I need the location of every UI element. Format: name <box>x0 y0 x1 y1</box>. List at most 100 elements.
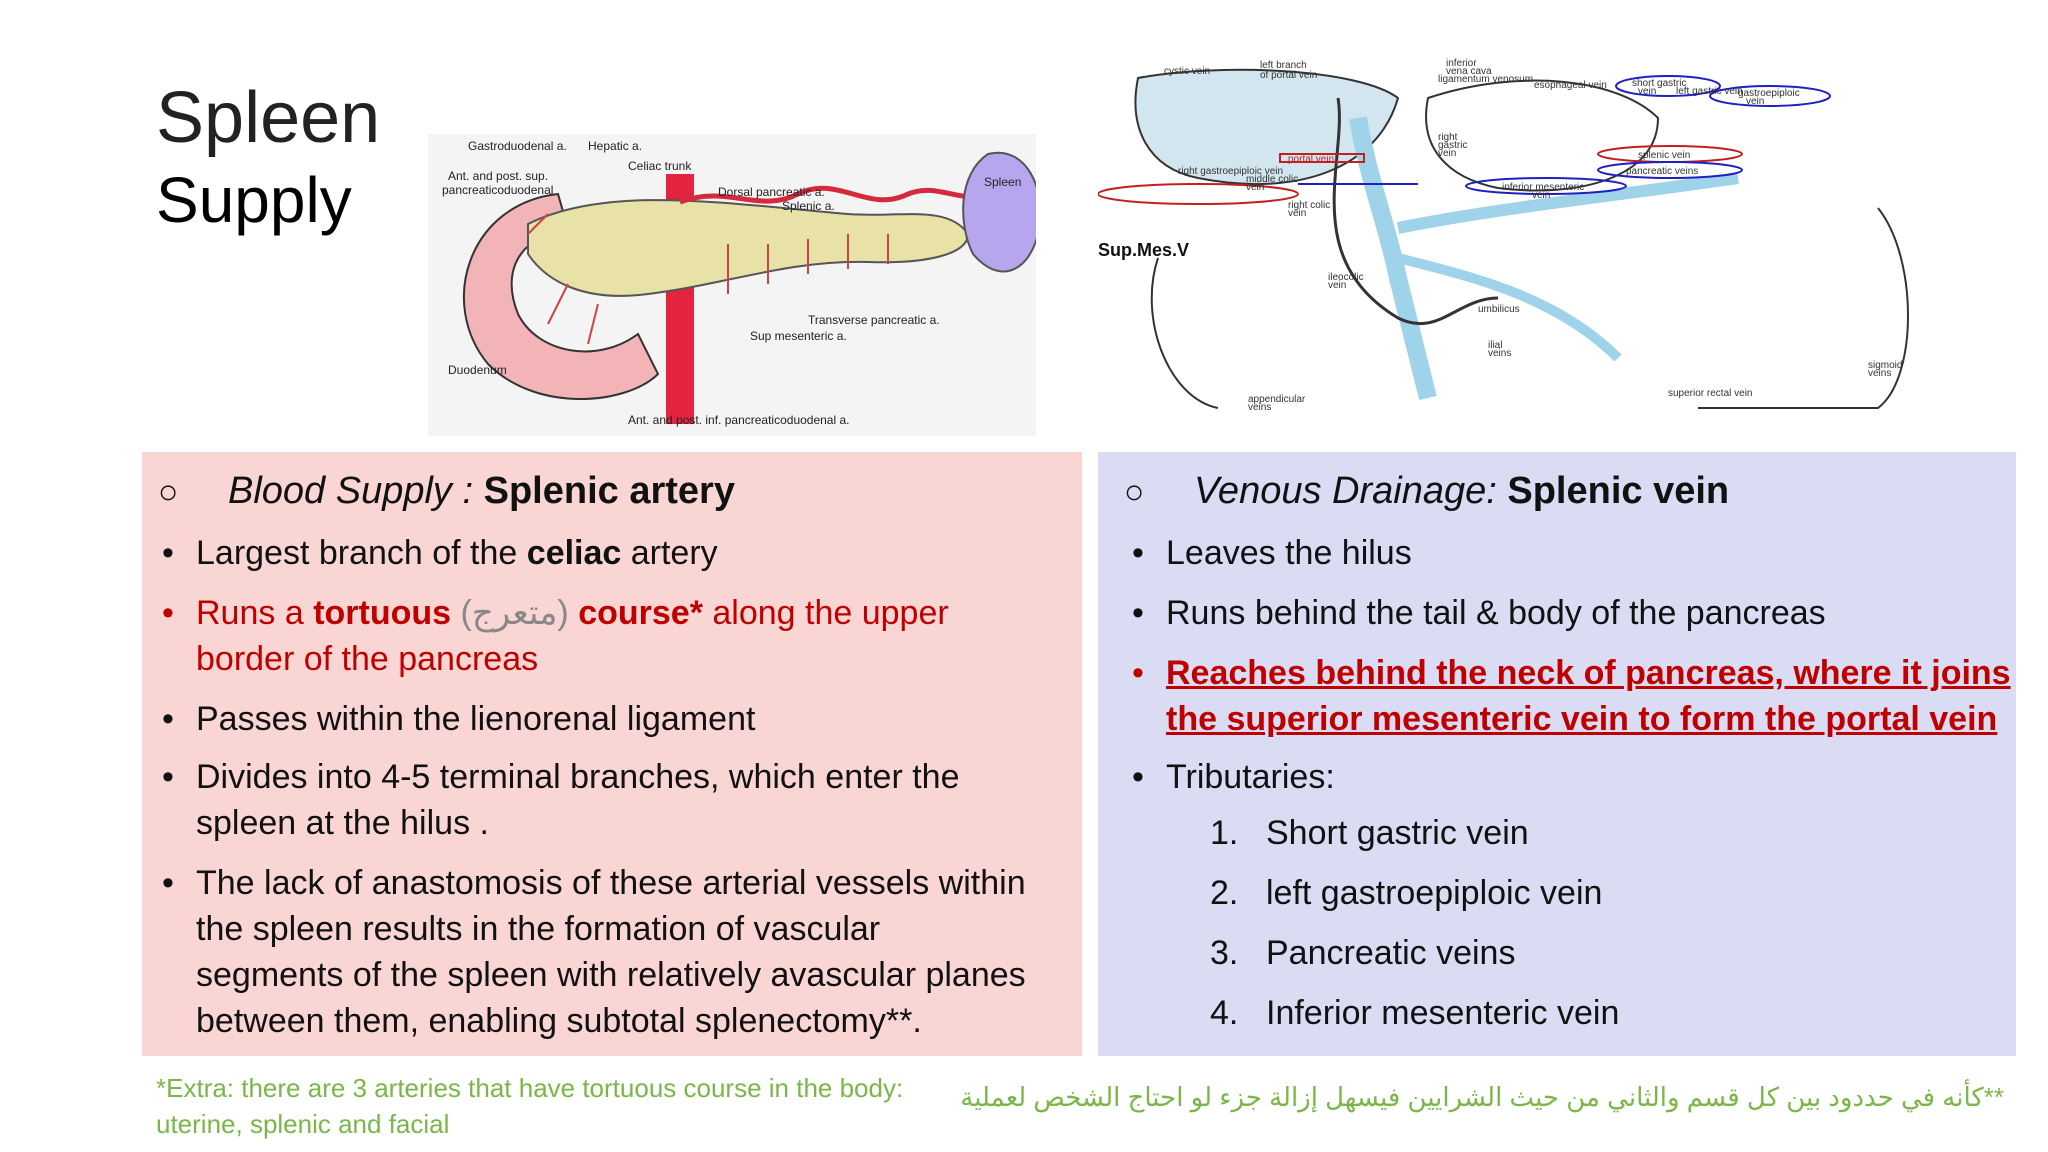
title-line1: Spleen <box>156 78 381 158</box>
label-celiac: Celiac trunk <box>628 159 692 173</box>
v-label-right-gastric-2: gastric <box>1438 140 1467 151</box>
splenic-vein-shape <box>1396 172 1739 234</box>
bullet-lienorenal: • Passes within the lienorenal ligament <box>162 696 756 742</box>
v-label-short-gastric-2: vein <box>1638 86 1656 97</box>
text-leaves-hilus: Leaves the hilus <box>1166 534 1412 572</box>
text-largest-pre: Largest branch of the <box>196 534 527 572</box>
v-label-umbilicus: umbilicus <box>1478 304 1520 315</box>
v-label-vena-cava: vena cava <box>1446 66 1492 77</box>
label-sup-mesenteric: Sup mesenteric a. <box>750 329 847 343</box>
v-label-inferior-mesenteric: inferior mesenteric <box>1502 182 1584 193</box>
v-label-right-colic-2: vein <box>1288 208 1306 219</box>
bullet-runs-behind: • Runs behind the tail & body of the pan… <box>1132 590 1826 636</box>
stomach-shape <box>1425 79 1660 192</box>
colon-outline <box>1150 207 1909 409</box>
v-label-short-gastric: short gastric <box>1632 78 1686 89</box>
text-divides-line1: Divides into 4-5 terminal branches, whic… <box>196 758 960 796</box>
arterial-diagram-svg: Gastroduodenal a. Hepatic a. Celiac trun… <box>442 139 1042 427</box>
v-label-superior-rectal: superior rectal vein <box>1668 388 1752 399</box>
blood-supply-heading: ○Blood Supply : Splenic artery <box>158 470 735 513</box>
text-runs-pre: Runs a <box>196 594 314 632</box>
bullet-dot-icon: • <box>162 700 174 738</box>
v-label-appendicular-2: veins <box>1248 402 1271 413</box>
bullet-largest-branch: • Largest branch of the celiac artery <box>162 530 718 576</box>
portal-vein-shape <box>1349 116 1437 401</box>
label-ant-post-inf: Ant. and post. inf. pancreaticoduodenal … <box>628 413 850 427</box>
circle-bullet-icon: ○ <box>1124 473 1145 511</box>
v-label-right-gastroepiploic: right gastroepiploic vein <box>1178 166 1283 177</box>
blood-supply-heading-bold: Splenic artery <box>483 470 735 512</box>
v-label-right-colic: right colic <box>1288 200 1330 211</box>
venous-drainage-heading: ○ Venous Drainage: Splenic vein <box>1124 470 1729 513</box>
label-hepatic: Hepatic a. <box>588 139 642 153</box>
tributary-text: left gastroepiploic vein <box>1266 874 1603 912</box>
footnote-arabic: **كأنه في حددود بين كل قسم والثاني من حي… <box>960 1082 2004 1112</box>
bullet-dot-icon: • <box>1132 534 1144 572</box>
venous-heading-italic: Venous Drainage: <box>1194 470 1508 512</box>
blood-supply-heading-italic: Blood Supply : <box>228 470 484 512</box>
v-label-sigmoid-2: veins <box>1868 368 1891 379</box>
bullet-tortuous-course: • Runs a tortuous (متعرج) course* along … <box>162 590 949 682</box>
footnote-extra: *Extra: there are 3 arteries that have t… <box>156 1070 903 1142</box>
circle-inferior-mesenteric <box>1465 177 1627 195</box>
bullet-dot-icon: • <box>1132 654 1144 692</box>
text-arabic-tortuous: (متعرج) <box>451 594 579 632</box>
venous-drainage-diagram: cystic vein left branch of portal vein i… <box>1097 58 1998 430</box>
v-label-appendicular: appendicular <box>1248 394 1306 405</box>
label-transverse: Transverse pancreatic a. <box>808 313 940 327</box>
v-label-ilial: ilial <box>1488 340 1502 351</box>
umbilical-line <box>1332 97 1499 325</box>
bullet-anastomosis: • The lack of anastomosis of these arter… <box>162 860 1026 1044</box>
bullet-terminal-branches: • Divides into 4-5 terminal branches, wh… <box>162 754 960 846</box>
tributary-text: Short gastric vein <box>1266 814 1529 852</box>
v-label-pancreatic-veins: pancreatic veins <box>1626 166 1698 177</box>
v-label-cystic: cystic vein <box>1164 66 1210 77</box>
venous-heading-bold: Splenic vein <box>1507 470 1730 512</box>
duodenum-shape <box>463 192 660 400</box>
v-label-gastroepiploic: gastroepiploic <box>1738 88 1800 99</box>
bullet-dot-icon: • <box>162 758 174 796</box>
liver-shape <box>1134 68 1400 185</box>
text-runs-behind: Runs behind the tail & body of the pancr… <box>1166 594 1826 632</box>
footnote-extra-line1: *Extra: there are 3 arteries that have t… <box>156 1073 904 1103</box>
tributary-item: 2.left gastroepiploic vein <box>1210 874 1602 913</box>
circle-sup-mes <box>1097 183 1299 205</box>
venous-drainage-box: ○ Venous Drainage: Splenic vein • Leaves … <box>1098 452 2016 1056</box>
tributary-item: 1.Short gastric vein <box>1210 814 1529 853</box>
v-label-portal-vein: portal vein <box>1288 154 1334 165</box>
v-label-gastroepiploic-2: vein <box>1746 96 1764 107</box>
box-portal-vein <box>1279 153 1365 163</box>
text-reaches-line1: Reaches behind the neck of pancreas, whe… <box>1166 654 2011 692</box>
label-spleen: Spleen <box>984 175 1021 189</box>
splenic-artery-shape <box>679 185 989 205</box>
text-runs-line2: border of the pancreas <box>196 640 539 678</box>
label-splenic: Splenic a. <box>782 199 835 213</box>
v-label-ileocolic: ileocolic <box>1328 272 1364 283</box>
circle-short-gastric <box>1615 75 1721 97</box>
pancreas-shape <box>527 199 970 297</box>
v-label-left-branch: left branch <box>1260 60 1307 71</box>
bullet-tributaries: • Tributaries: <box>1132 754 1335 800</box>
text-reaches-line2: the superior mesenteric vein to form the… <box>1166 700 1998 738</box>
v-label-portal-of: of portal vein <box>1260 70 1317 81</box>
arterial-supply-diagram: Gastroduodenal a. Hepatic a. Celiac trun… <box>428 134 1042 436</box>
venous-diagram-svg: cystic vein left branch of portal vein i… <box>1097 58 1909 413</box>
bullet-dot-icon: • <box>162 864 174 902</box>
text-lack-line1: The lack of anastomosis of these arteria… <box>196 864 1026 902</box>
v-label-sigmoid: sigmoid <box>1868 360 1902 371</box>
text-lienorenal: Passes within the lienorenal ligament <box>196 700 756 738</box>
inferior-mesenteric-shape <box>1396 253 1622 362</box>
title-line2: Supply <box>156 164 352 236</box>
v-label-middle-colic: middle colic <box>1246 174 1298 185</box>
v-label-right-gastric-1: right <box>1438 132 1458 143</box>
bullet-dot-icon: • <box>162 534 174 572</box>
label-gastroduodenal: Gastroduodenal a. <box>468 139 567 153</box>
v-label-ileocolic-2: vein <box>1328 280 1346 291</box>
v-label-sup-mes: Sup.Mes.V <box>1098 240 1189 260</box>
label-dorsal: Dorsal pancreatic a. <box>718 185 825 199</box>
v-label-right-gastric-3: vein <box>1438 148 1456 159</box>
footnote-extra-line2: uterine, splenic and facial <box>156 1109 450 1139</box>
text-lack-line2: the spleen results in the formation of v… <box>196 910 881 948</box>
v-label-esophageal: esophageal vein <box>1534 80 1607 91</box>
bullet-dot-icon: • <box>1132 758 1144 796</box>
